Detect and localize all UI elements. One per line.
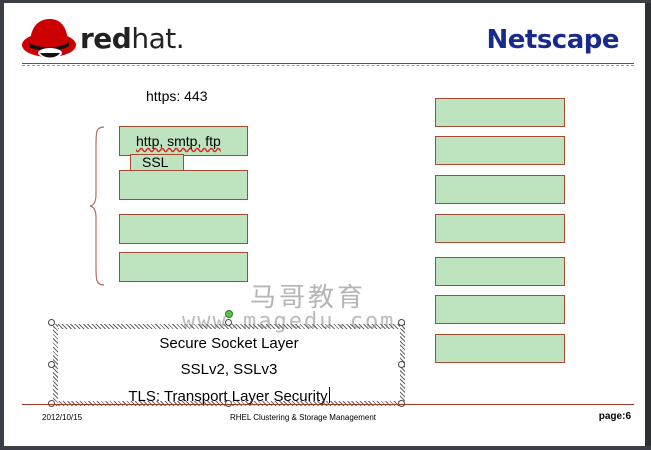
resize-handle-s[interactable] <box>225 400 232 407</box>
stack-box[interactable] <box>435 175 565 204</box>
text-line-1: Secure Socket Layer <box>159 335 299 352</box>
resize-handle-se[interactable] <box>398 400 405 407</box>
footer-course: RHEL Clustering & Storage Management <box>230 413 376 422</box>
curly-brace <box>89 126 105 286</box>
resize-handle-nw[interactable] <box>48 319 55 326</box>
page-number: page:6 <box>599 411 631 422</box>
ssl-label: SSL <box>142 154 169 170</box>
shadowman-icon <box>20 15 78 61</box>
layer-box[interactable] <box>119 170 248 200</box>
resize-handle-w[interactable] <box>48 361 55 368</box>
resize-handle-e[interactable] <box>398 361 405 368</box>
text-box-content[interactable]: Secure Socket Layer SSLv2, SSLv3 TLS: Tr… <box>58 329 400 405</box>
footer-divider <box>22 404 634 405</box>
page-prefix: page: <box>598 411 626 422</box>
text-line-2: SSLv2, SSLv3 <box>180 361 278 378</box>
port-label: https: 443 <box>146 88 208 104</box>
resize-handle-ne[interactable] <box>398 319 405 326</box>
layer-box[interactable] <box>119 214 248 244</box>
logo-rest: hat. <box>131 21 185 55</box>
layer-box[interactable] <box>119 252 248 282</box>
stack-box[interactable] <box>435 295 565 324</box>
logo-wordmark: redhat. <box>80 21 185 55</box>
stack-box[interactable] <box>435 334 565 363</box>
text-line-3-text: TLS: Transport Layer Security <box>128 388 328 405</box>
selected-text-box[interactable]: Secure Socket Layer SSLv2, SSLv3 TLS: Tr… <box>53 324 405 406</box>
logo-bold: red <box>80 21 132 55</box>
text-line-3: TLS: Transport Layer Security <box>58 387 400 405</box>
window-edge <box>645 3 651 446</box>
header-divider-dashed <box>22 65 634 66</box>
slide: redhat. Netscape https: 443 http, smtp, … <box>4 3 645 446</box>
stack-box[interactable] <box>435 257 565 286</box>
stack-box[interactable] <box>435 214 565 243</box>
footer-date: 2012/10/15 <box>42 413 83 422</box>
stack-box[interactable] <box>435 136 565 165</box>
header-divider <box>22 63 634 64</box>
brand-title: Netscape <box>486 25 620 55</box>
redhat-logo: redhat. <box>20 15 185 61</box>
stack-box[interactable] <box>435 98 565 127</box>
watermark-cn: 马哥教育 <box>250 283 367 313</box>
resize-handle-n[interactable] <box>225 319 232 326</box>
text-caret <box>328 387 330 403</box>
page-number-value: 6 <box>625 411 631 422</box>
resize-handle-sw[interactable] <box>48 400 55 407</box>
protocol-box[interactable] <box>119 126 248 156</box>
rotate-handle[interactable] <box>225 310 233 318</box>
watermark-url: www.magedu.com <box>182 309 396 334</box>
protocols-label: http, smtp, ftp <box>136 133 221 149</box>
